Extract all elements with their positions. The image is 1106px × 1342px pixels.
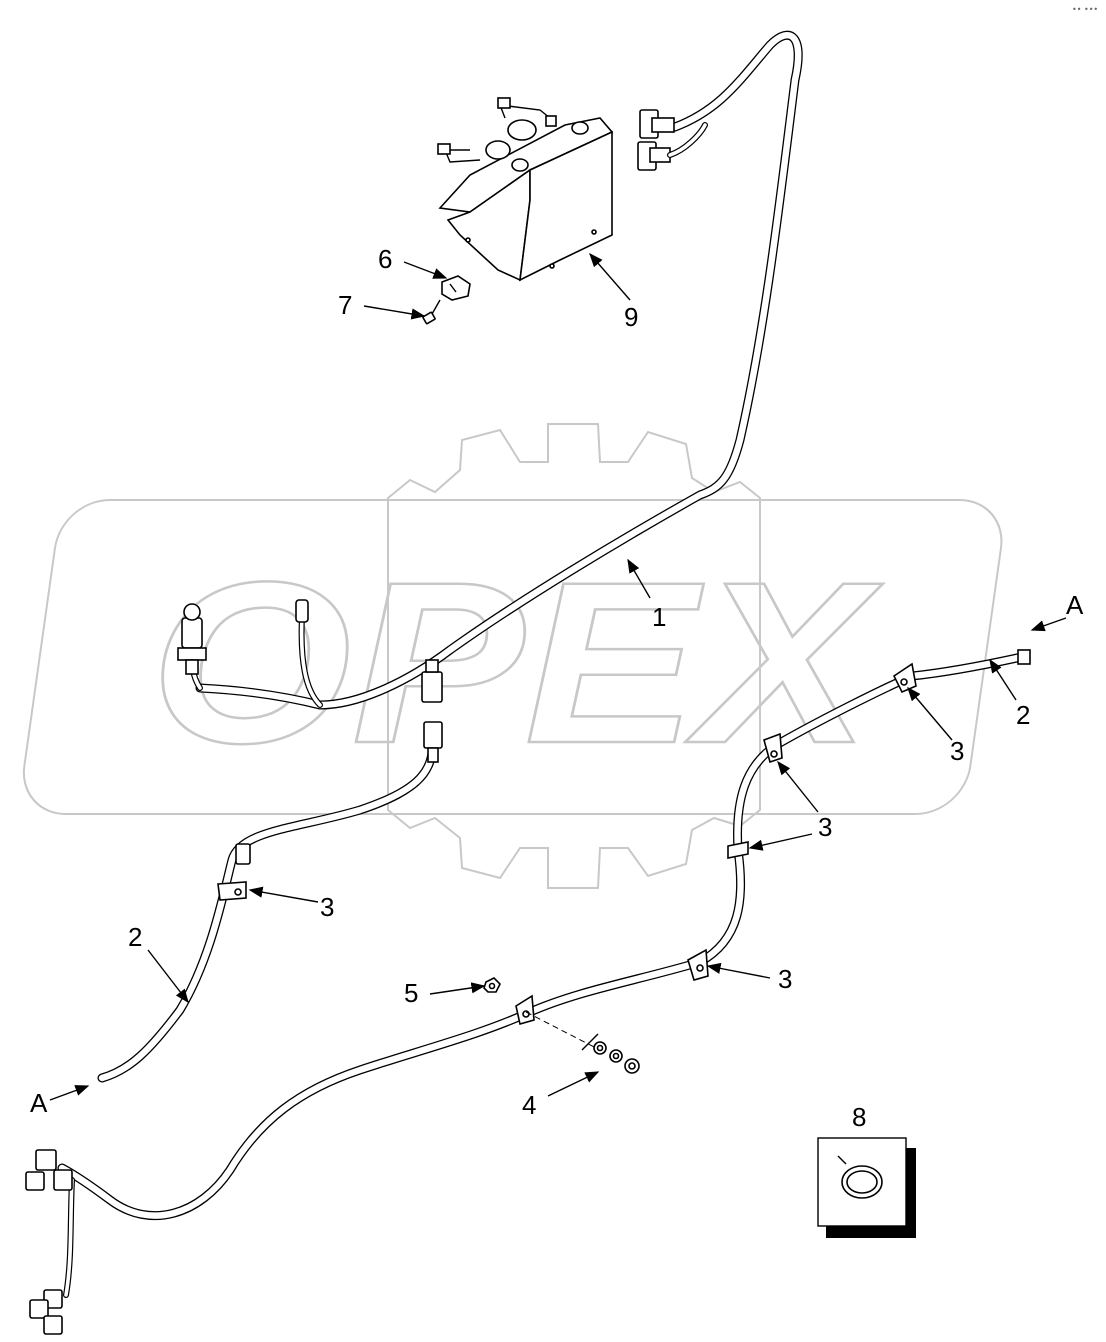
- harness-1-connector-upper: [637, 109, 708, 171]
- watermark-gear: [387, 423, 761, 889]
- harness-2: [25, 649, 1031, 1335]
- leader-3a: [907, 686, 953, 741]
- bracket-6: [441, 275, 471, 301]
- inset-box-8: [817, 1137, 916, 1238]
- callout-8: 8: [852, 1102, 866, 1132]
- callout-4: 4: [522, 1090, 536, 1120]
- leader-9: [589, 252, 631, 301]
- watermark-banner: [22, 499, 1003, 815]
- clamp: [217, 881, 247, 901]
- callout-9: 9: [624, 302, 638, 332]
- clamp: [763, 732, 783, 764]
- watermark-text: OPEX: [150, 534, 883, 791]
- callout-3: 3: [778, 964, 792, 994]
- clamp: [892, 662, 917, 694]
- harness-1: [177, 30, 803, 710]
- callout-6: 6: [378, 244, 392, 274]
- screw-7: [422, 299, 441, 325]
- callout-1: 1: [652, 602, 666, 632]
- harness-2-end-connectors: [25, 1149, 73, 1335]
- leader-7: [363, 305, 426, 320]
- harness-1-sensor: [177, 603, 207, 675]
- callout-3: 3: [818, 812, 832, 842]
- harness-2-connector-top: [423, 721, 443, 763]
- leader-3d: [706, 962, 771, 979]
- leader-3e: [248, 886, 319, 903]
- clamp: [515, 994, 535, 1026]
- watermark-logo: OPEX: [22, 423, 1003, 889]
- break-mark-A-top: A: [1066, 590, 1084, 620]
- leader-4: [547, 1071, 600, 1097]
- callout-3: 3: [320, 892, 334, 922]
- hardware-washers-4: [581, 1033, 640, 1074]
- callout-labels: 1 2 2 3 3 3 3 3 4 5 6 7 8 9: [128, 244, 1030, 1132]
- break-marks: A A: [30, 590, 1084, 1118]
- harness-1-mating-connector: [421, 659, 443, 703]
- callout-5: 5: [404, 978, 418, 1008]
- leader-A-top: [1030, 617, 1067, 632]
- harness-1-small-connector: [295, 599, 309, 623]
- callout-2: 2: [1016, 700, 1030, 730]
- clamp: [727, 841, 749, 859]
- harness-2-break-end-right: [1017, 649, 1031, 665]
- leader-A-bottom: [49, 1085, 90, 1101]
- callout-7: 7: [338, 290, 352, 320]
- hardware-nut-5: [483, 977, 501, 993]
- hardware-axis-line: [525, 1011, 601, 1051]
- leader-1: [627, 558, 651, 599]
- leader-3b: [777, 760, 819, 813]
- leader-2a: [989, 658, 1017, 701]
- leader-3c: [748, 833, 813, 851]
- harness-2-connector-left: [235, 843, 251, 865]
- leader-5: [429, 982, 486, 995]
- leader-lines: [49, 252, 1067, 1101]
- clamps: [217, 662, 917, 1026]
- leader-6: [403, 261, 448, 279]
- callout-3: 3: [950, 736, 964, 766]
- corner-mark: •• •••: [1072, 5, 1098, 14]
- control-box-9: [437, 97, 614, 282]
- leader-2b: [147, 949, 189, 1004]
- callout-2: 2: [128, 922, 142, 952]
- clamp: [687, 948, 709, 981]
- break-mark-A-bottom: A: [30, 1088, 48, 1118]
